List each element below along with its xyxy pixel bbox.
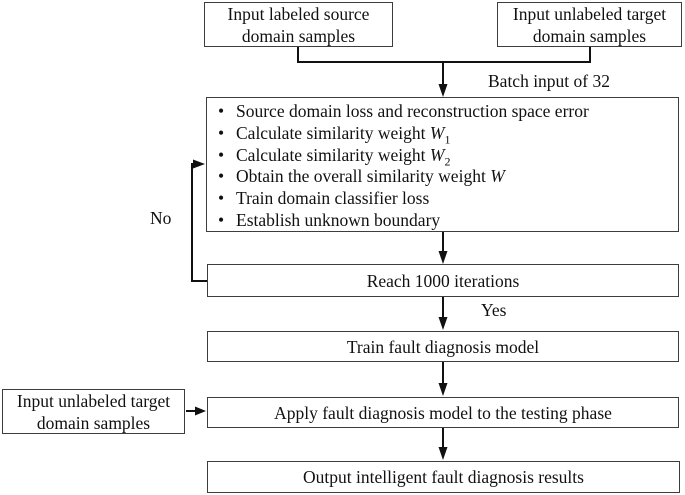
node-apply-fault-diagnosis-model: Apply fault diagnosis model to the testi… <box>207 397 679 428</box>
variable-subscript: 1 <box>444 132 451 147</box>
node-text-line: domain samples <box>532 25 647 46</box>
node-text-line: Input unlabeled target <box>512 3 667 24</box>
edge-no-loop-line <box>191 163 207 282</box>
node-text-line: Apply fault diagnosis model to the testi… <box>274 402 612 423</box>
process-step: Calculate similarity weight W1 <box>218 122 589 147</box>
node-text-line: Input labeled source <box>227 3 370 24</box>
variable-symbol: W <box>429 122 445 143</box>
step-variable: W2 <box>429 144 451 169</box>
step-text: Source domain loss and reconstruction sp… <box>236 101 589 121</box>
arrow-process-to-reach-head <box>438 251 448 264</box>
variable-subscript: 2 <box>444 154 451 169</box>
step-text: Train domain classifier loss <box>236 188 430 209</box>
step-text: Obtain the overall similarity weight <box>236 166 491 187</box>
process-bullet-list: Source domain loss and reconstruction sp… <box>218 101 589 232</box>
node-text-line: Reach 1000 iterations <box>366 270 520 291</box>
node-text-line: domain samples <box>36 412 151 433</box>
node-output-results: Output intelligent fault diagnosis resul… <box>207 461 680 493</box>
process-step: Establish unknown boundary <box>218 210 589 232</box>
node-test-input-unlabeled-target: Input unlabeled target domain samples <box>2 389 185 434</box>
edge-label-batch-input: Batch input of 32 <box>488 71 610 91</box>
node-training-process-steps: Source domain loss and reconstruction sp… <box>206 97 679 232</box>
node-text-line: Output intelligent fault diagnosis resul… <box>303 467 584 487</box>
process-step: Source domain loss and reconstruction sp… <box>218 101 589 123</box>
arrow-yes-head <box>438 317 448 330</box>
node-reach-iterations: Reach 1000 iterations <box>207 264 679 297</box>
step-text: Calculate similarity weight <box>236 144 430 165</box>
arrow-train-to-apply-head <box>438 383 448 396</box>
variable-symbol: W <box>490 166 505 187</box>
arrow-apply-to-output-head <box>438 447 448 460</box>
node-text-line: domain samples <box>241 25 356 46</box>
edge-label-no: No <box>150 208 172 228</box>
edge-label-yes: Yes <box>481 300 507 320</box>
node-input-labeled-source: Input labeled source domain samples <box>204 2 393 47</box>
process-step: Calculate similarity weight W2 <box>218 144 589 169</box>
step-variable: W1 <box>429 122 451 147</box>
variable-symbol: W <box>429 144 445 165</box>
arrow-batch-head <box>438 84 448 97</box>
node-text-line: Input unlabeled target <box>16 390 171 411</box>
arrow-testinput-head <box>195 406 206 416</box>
process-step: Obtain the overall similarity weight W <box>218 166 589 188</box>
node-input-unlabeled-target: Input unlabeled target domain samples <box>497 2 682 47</box>
process-step: Train domain classifier loss <box>218 188 589 210</box>
step-text: Establish unknown boundary <box>236 209 441 230</box>
node-train-fault-diagnosis-model: Train fault diagnosis model <box>207 331 679 362</box>
step-text: Calculate similarity weight <box>236 122 430 143</box>
merge-connector-line <box>297 47 591 63</box>
step-variable: W <box>490 166 505 186</box>
edge-no-loop-head <box>193 159 205 169</box>
node-text-line: Train fault diagnosis model <box>346 336 540 357</box>
